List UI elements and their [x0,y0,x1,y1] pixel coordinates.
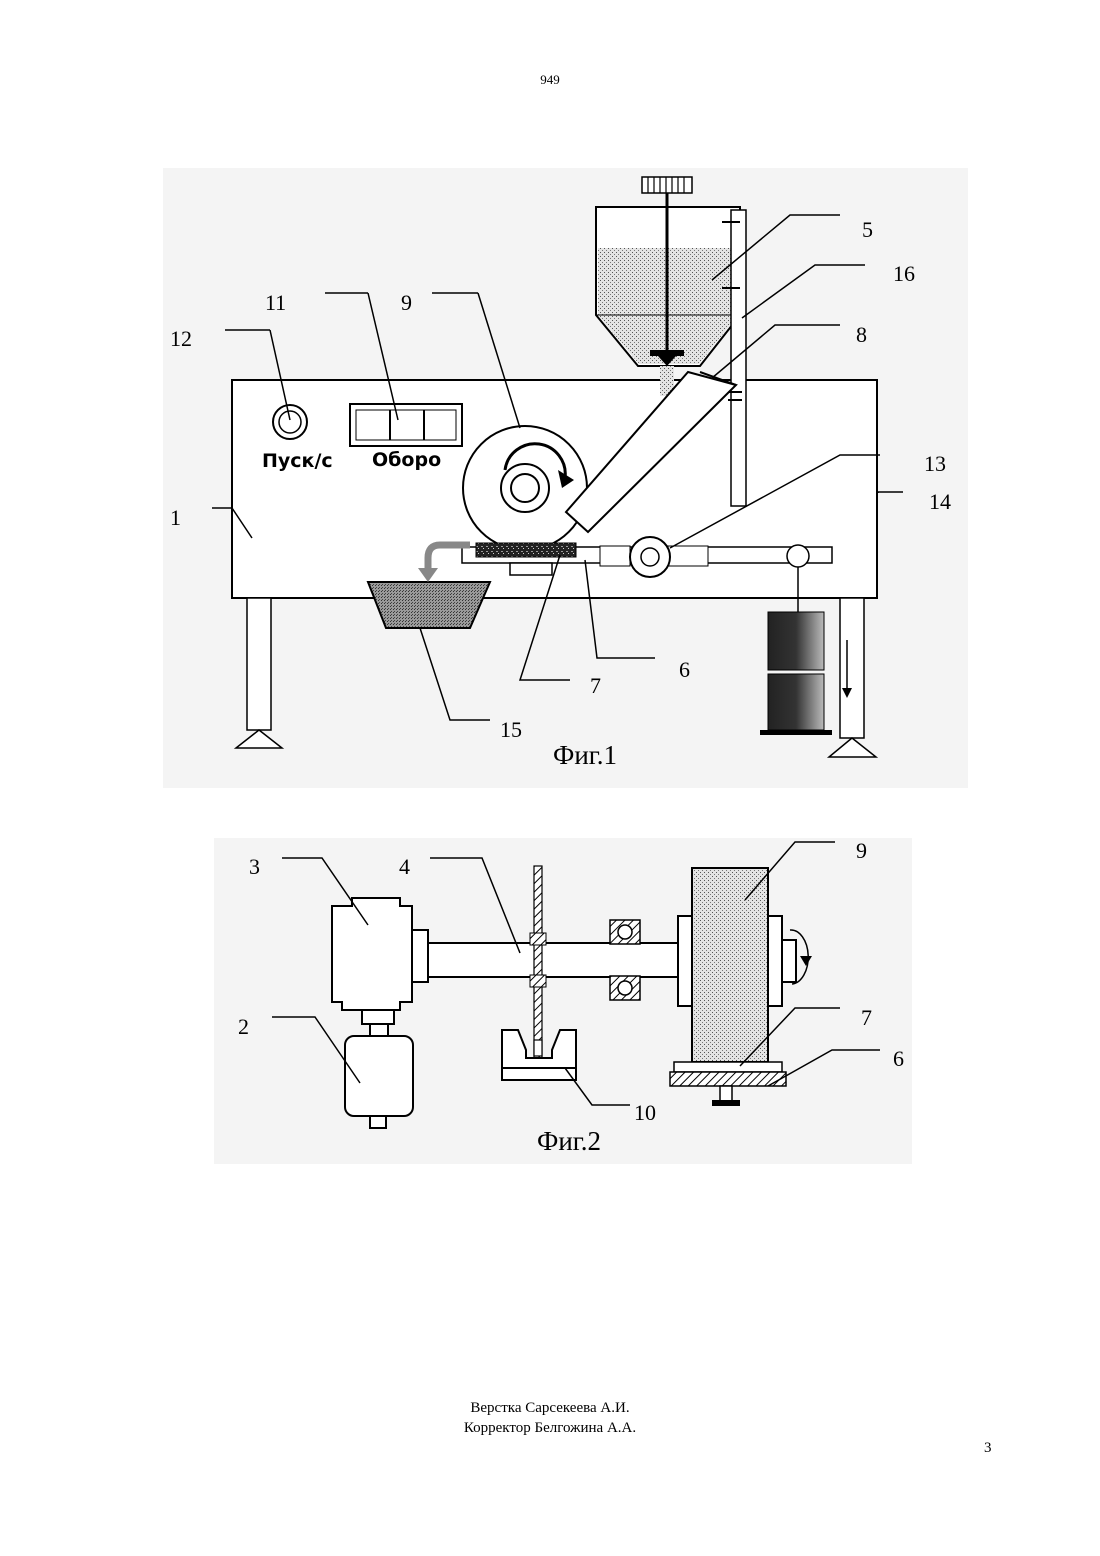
sample-plate [674,1062,782,1072]
credits: Верстка Сарсекеева А.И. Корректор Белгож… [0,1398,1100,1438]
sample-holder [670,1072,786,1086]
callout-4: 4 [399,854,410,879]
callout-7: 7 [590,673,601,698]
weight-hook [787,545,809,567]
callout-10: 10 [634,1100,656,1125]
shaft [428,943,690,977]
layout-credit: Верстка Сарсекеева А.И. [0,1398,1100,1418]
speed-label: Оборо [372,449,441,471]
callout-9: 9 [401,290,412,315]
indicator-disc [534,866,542,1058]
callout-3: 3 [249,854,260,879]
figure-2-background [214,838,912,1164]
figure-1: Пуск/с Оборо [163,168,968,788]
callout-5: 5 [862,217,873,242]
callout-15: 15 [500,717,522,742]
page-number: 3 [984,1440,992,1457]
weight-upper [768,612,824,670]
callout-11: 11 [265,290,286,315]
callout-14: 14 [929,489,951,514]
callout-6: 6 [679,657,690,682]
sample [476,543,576,557]
callout-7: 7 [861,1005,872,1030]
figure-2-caption: Фиг.2 [537,1126,601,1156]
callout-9: 9 [856,838,867,863]
callout-16: 16 [893,261,915,286]
right-leg [840,598,864,738]
gearbox [332,898,412,1010]
callout-8: 8 [856,322,867,347]
figure-1-caption: Фиг.1 [553,740,617,770]
corrector-credit: Корректор Белгожина А.А. [0,1418,1100,1438]
weight-lower [768,674,824,730]
callout-2: 2 [238,1014,249,1039]
callout-6: 6 [893,1046,904,1071]
collector-tray [368,582,490,628]
figure-2: 3 4 9 2 7 6 10 Фиг.2 [214,838,912,1164]
left-leg [247,598,271,730]
callout-1: 1 [170,505,181,530]
callout-13: 13 [924,451,946,476]
grinding-wheel [692,868,768,1062]
callout-12: 12 [170,326,192,351]
start-label: Пуск/с [262,450,333,472]
